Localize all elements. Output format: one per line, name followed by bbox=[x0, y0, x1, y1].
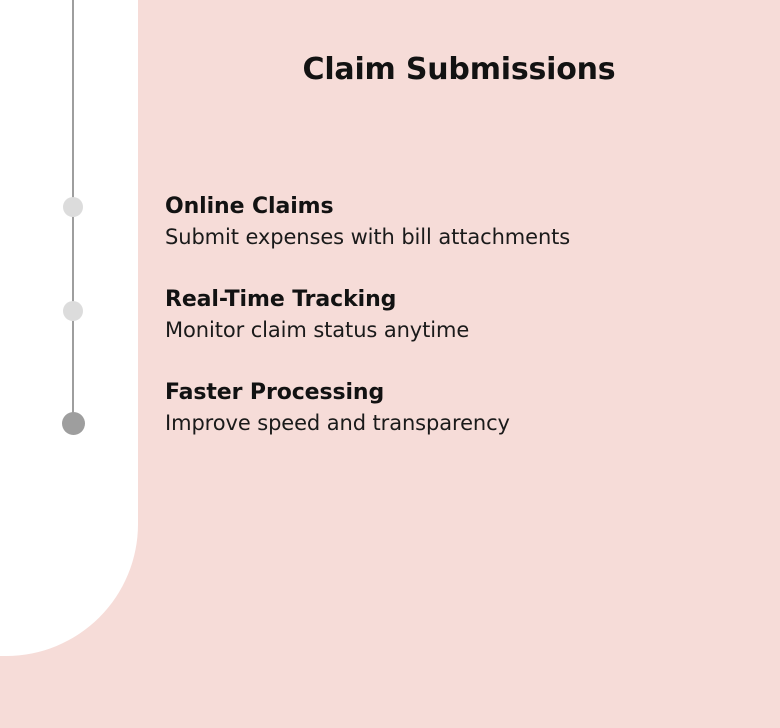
timeline-dot-3[interactable] bbox=[62, 412, 85, 435]
timeline-dot-2[interactable] bbox=[63, 301, 83, 321]
white-side-panel bbox=[0, 0, 138, 656]
feature-description-online-claims: Submit expenses with bill attachments bbox=[165, 225, 571, 250]
list-item: Real-Time Tracking Monitor claim status … bbox=[165, 285, 765, 345]
feature-list: Online Claims Submit expenses with bill … bbox=[165, 192, 765, 438]
feature-description-real-time-tracking: Monitor claim status anytime bbox=[165, 318, 470, 343]
list-item: Faster Processing Improve speed and tran… bbox=[165, 378, 765, 438]
content-area: Claim Submissions Online Claims Submit e… bbox=[138, 0, 780, 728]
timeline-dot-1[interactable] bbox=[63, 197, 83, 217]
timeline-rail bbox=[0, 0, 138, 728]
page-title: Claim Submissions bbox=[302, 52, 616, 87]
feature-heading-online-claims: Online Claims bbox=[165, 194, 334, 219]
feature-heading-real-time-tracking: Real-Time Tracking bbox=[165, 287, 397, 312]
feature-heading-faster-processing: Faster Processing bbox=[165, 380, 385, 405]
feature-description-faster-processing: Improve speed and transparency bbox=[165, 411, 510, 436]
list-item: Online Claims Submit expenses with bill … bbox=[165, 192, 765, 252]
